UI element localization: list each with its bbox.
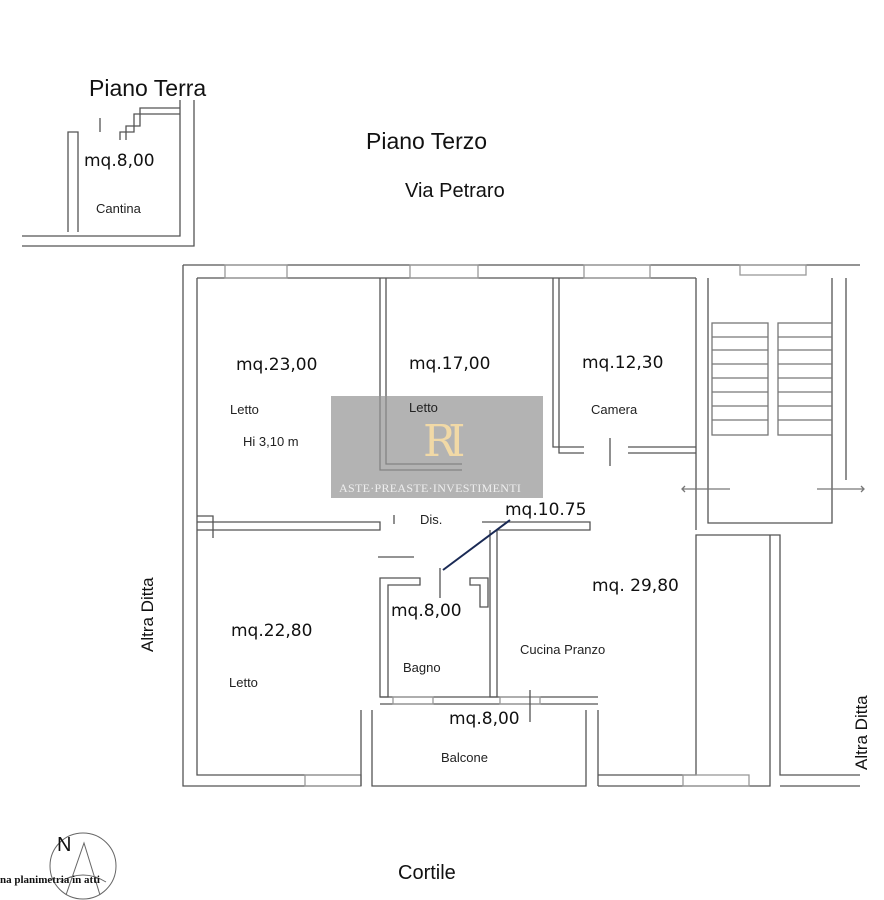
room-area: mq.23,00 [236,355,318,375]
room-name: Cucina Pranzo [520,642,606,657]
courtyard-label: Cortile [398,862,456,884]
apartment-walls [182,264,865,787]
room-area: mq.8,00 [449,709,520,729]
room-area: mq. 29,80 [592,576,679,596]
room-area: mq.10.75 [505,500,587,520]
room-area: mq.12,30 [582,353,664,373]
room-area: mq.8,00 [391,601,462,621]
room-name: Letto [230,402,259,417]
footnote: na planimetria in atti [0,874,100,886]
watermark: RI ASTE·PREASTE·INVESTIMENTI [331,396,543,498]
side-label-left: Altra Ditta [138,577,157,652]
room-name: Cantina [96,201,141,216]
side-label-right: Altra Ditta [852,695,871,770]
room-name: Bagno [403,660,441,675]
watermark-text: ASTE·PREASTE·INVESTIMENTI [339,481,522,495]
street-label: Via Petraro [405,180,505,202]
room-name: Camera [591,402,638,417]
room-area: mq.17,00 [409,354,491,374]
room-name: Dis. [420,512,443,527]
room-name: Letto [409,400,438,415]
third-floor-title: Piano Terzo [366,128,488,154]
ground-floor-title: Piano Terra [89,75,207,101]
cantina-walls [22,100,195,247]
room-area: mq.22,80 [231,621,313,641]
room-name: Balcone [441,750,488,765]
stairs [681,322,865,493]
compass-icon [49,832,117,900]
area-pointer-line [442,519,511,571]
room-area: mq.8,00 [84,151,155,171]
compass-north-label: N [57,834,72,856]
room-name: Letto [229,675,258,690]
room-height-note: Hi 3,10 m [243,434,299,449]
watermark-logo: RI [423,416,465,467]
